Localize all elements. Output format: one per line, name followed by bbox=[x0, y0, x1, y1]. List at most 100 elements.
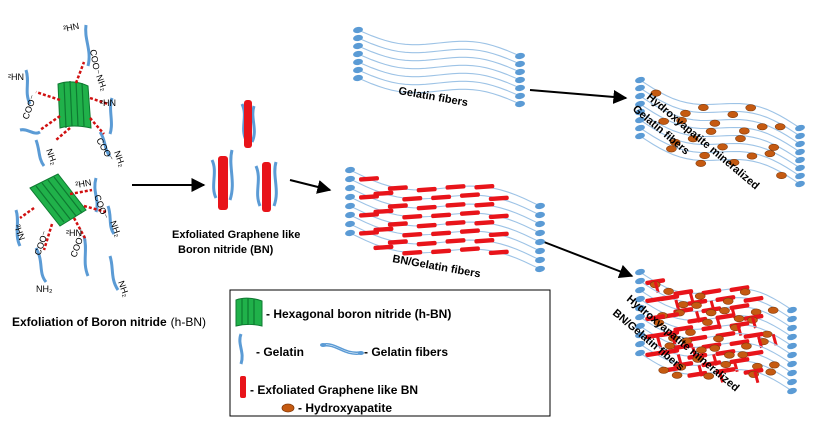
step1-label: Exfoliation of Boron nitride(h-BN) bbox=[12, 315, 206, 329]
fiber-end-cap bbox=[515, 92, 525, 100]
bn-sheet bbox=[488, 231, 509, 238]
legend-label-hbn: - Hexagonal boron nitride (h-BN) bbox=[266, 307, 451, 321]
bn-sheet bbox=[701, 288, 722, 296]
amine-label: NH₂ bbox=[112, 149, 127, 168]
bn-sheet bbox=[459, 246, 480, 252]
gelatin-fiber-bundle bbox=[353, 26, 525, 108]
hbn-cluster-bottom: ²HN COO⁻ ²HN COO⁻ ²HN NH₂ COO⁻ NH₂ NH₂ bbox=[12, 173, 131, 299]
bn-sheet bbox=[431, 230, 452, 237]
bn-sheet bbox=[431, 248, 452, 255]
bn-sheet bbox=[488, 249, 509, 256]
fiber-end-cap bbox=[535, 256, 545, 264]
bn-sheet bbox=[431, 194, 452, 201]
fiber-end-cap bbox=[635, 132, 645, 140]
bn-sheet bbox=[359, 212, 379, 218]
fiber-end-cap bbox=[345, 193, 355, 201]
bn-sheet bbox=[729, 303, 750, 311]
fiber-end-cap bbox=[635, 286, 645, 294]
gelatin-strand bbox=[108, 255, 120, 291]
bn-sheet bbox=[474, 184, 495, 190]
carboxyl-label: COO⁻ bbox=[94, 136, 115, 163]
fiber-end-cap bbox=[345, 202, 355, 210]
hydroxyapatite-particle bbox=[768, 143, 780, 151]
bn-sheet bbox=[373, 190, 394, 197]
hydroxyapatite-particle bbox=[695, 159, 707, 167]
hydroxyapatite-particle bbox=[764, 150, 776, 158]
carboxyl-label: COO⁻ bbox=[92, 193, 110, 220]
gelatin-fiber-icon bbox=[320, 343, 364, 355]
fiber-end-cap bbox=[635, 277, 645, 285]
fiber-end-cap bbox=[535, 229, 545, 237]
bn-sheet bbox=[402, 249, 423, 256]
bn-sheet bbox=[459, 192, 480, 198]
bn-sheet bbox=[645, 332, 666, 340]
fiber-end-cap bbox=[787, 387, 797, 395]
gelatin-fibers-label: Gelatin fibers bbox=[397, 85, 468, 109]
step2-label-2: Boron nitride (BN) bbox=[178, 244, 274, 256]
gelatin-fiber bbox=[639, 127, 801, 177]
bn-gelatin-fibers-label: BN/Gelatin fibers bbox=[391, 253, 481, 280]
bn-sheet bbox=[445, 184, 466, 190]
fiber-end-cap bbox=[345, 229, 355, 237]
fiber-end-cap bbox=[787, 306, 797, 314]
fiber-end-cap bbox=[787, 315, 797, 323]
bn-sheet bbox=[645, 296, 666, 304]
fiber-end-cap bbox=[787, 369, 797, 377]
fiber-end-cap bbox=[515, 68, 525, 76]
arrow-gel-to-hagel bbox=[529, 89, 628, 104]
fiber-end-cap bbox=[353, 66, 363, 74]
bn-gelatin-fiber-bundle bbox=[345, 166, 545, 273]
legend-label-gelatin-fibers: - Gelatin fibers bbox=[364, 345, 448, 359]
hydroxyapatite-particle bbox=[687, 135, 699, 143]
bn-bridge bbox=[656, 336, 663, 349]
hydroxyapatite-particle bbox=[746, 152, 758, 160]
fiber-end-cap bbox=[787, 342, 797, 350]
hydroxyapatite-particle bbox=[702, 318, 713, 326]
bn-sheet bbox=[673, 325, 694, 333]
fiber-end-cap bbox=[635, 322, 645, 330]
hydroxyapatite-particle bbox=[680, 109, 691, 117]
bn-sheet bbox=[673, 289, 694, 297]
hydroxyapatite-particle bbox=[703, 372, 715, 380]
step1-main: Exfoliation of Boron nitride bbox=[12, 315, 167, 329]
bn-sheet bbox=[416, 186, 437, 193]
gelatin-fiber bbox=[639, 95, 801, 145]
bn-sheet bbox=[645, 314, 666, 322]
bn-sheet bbox=[474, 238, 495, 244]
fiber-end-cap bbox=[535, 202, 545, 210]
hydroxyapatite-particle bbox=[717, 143, 728, 151]
gelatin-fiber bbox=[357, 53, 521, 81]
hydroxyapatite-particle bbox=[664, 342, 676, 350]
gelatin-icon bbox=[238, 333, 244, 365]
gelatin-fiber bbox=[639, 135, 801, 185]
gelatin-fiber bbox=[357, 77, 521, 105]
hydroxyapatite-particle bbox=[761, 330, 773, 338]
fiber-end-cap bbox=[515, 84, 525, 92]
carboxyl-label: COO⁻ bbox=[32, 229, 50, 256]
fiber-end-cap bbox=[535, 238, 545, 246]
hydroxyapatite-particle bbox=[650, 89, 662, 97]
hydroxyapatite-particle bbox=[776, 171, 787, 179]
gelatin-strand bbox=[84, 24, 91, 67]
hydroxyapatite-particle bbox=[709, 119, 721, 127]
bn-sheet bbox=[645, 350, 666, 358]
fiber-end-cap bbox=[353, 58, 363, 66]
fiber-end-cap bbox=[787, 324, 797, 332]
fiber-end-cap bbox=[635, 349, 645, 357]
fiber-end-cap bbox=[515, 60, 525, 68]
fiber-end-cap bbox=[635, 76, 645, 84]
hydroxyapatite-particle bbox=[767, 306, 779, 314]
fiber-end-cap bbox=[635, 313, 645, 321]
bn-sheet bbox=[402, 195, 423, 202]
hydroxyapatite-particle bbox=[669, 138, 681, 146]
bn-sheet bbox=[359, 194, 379, 200]
fiber-end-cap bbox=[345, 220, 355, 228]
fiber-end-cap bbox=[795, 148, 805, 156]
gelatin-strand bbox=[24, 69, 32, 105]
fiber-end-cap bbox=[535, 247, 545, 255]
gelatin-fiber bbox=[639, 79, 801, 129]
legend-box bbox=[229, 289, 551, 417]
bn-sheet bbox=[387, 239, 408, 245]
